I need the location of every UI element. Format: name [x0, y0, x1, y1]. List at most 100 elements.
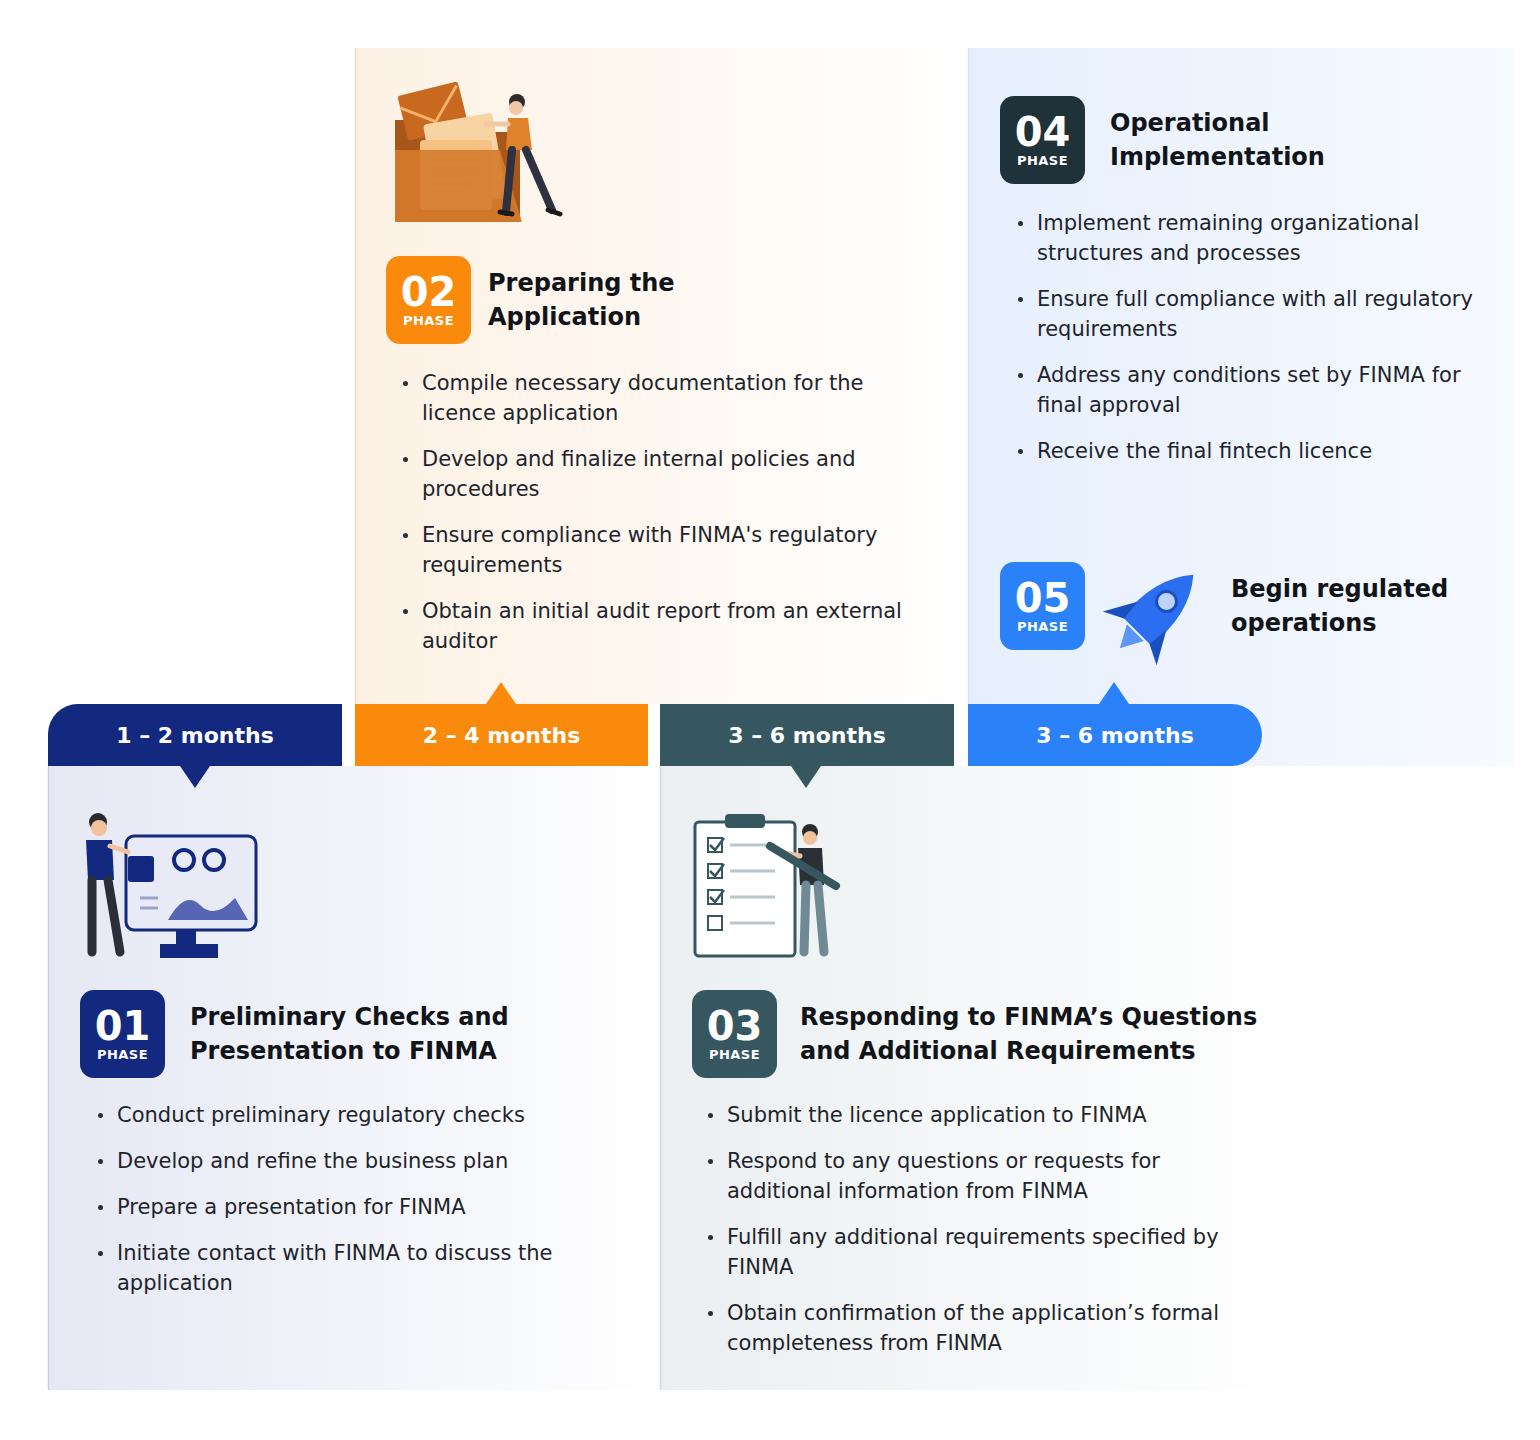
bullet-item: Ensure full compliance with all regulato… — [1015, 284, 1505, 344]
phase-title: Preliminary Checks and Presentation to F… — [190, 990, 610, 1078]
bullet-text: Obtain an initial audit report from an e… — [422, 596, 920, 656]
panel-edge — [968, 48, 970, 704]
phase-word: PHASE — [709, 1047, 760, 1063]
panel-ground — [660, 766, 1290, 1390]
panel-edge — [48, 766, 50, 1390]
phase-word: PHASE — [1017, 619, 1068, 635]
tab-pointer — [180, 766, 210, 788]
bullet-text: Compile necessary documentation for the … — [422, 368, 920, 428]
bullet-item: Compile necessary documentation for the … — [400, 368, 920, 428]
bullet-item: Fulfill any additional requirements spec… — [705, 1222, 1250, 1282]
rocket-illustration — [1093, 548, 1220, 675]
bullet-dot — [403, 457, 408, 462]
bullet-item: Ensure compliance with FINMA's regulator… — [400, 520, 920, 580]
bullet-item: Respond to any questions or requests for… — [705, 1146, 1250, 1206]
duration-label: 2 – 4 months — [423, 723, 581, 748]
bullet-dot — [708, 1235, 713, 1240]
bullet-item: Address any conditions set by FINMA for … — [1015, 360, 1505, 420]
phase-title: Preparing the Application — [488, 256, 788, 344]
duration-label: 3 – 6 months — [1036, 723, 1194, 748]
bullet-list: Submit the licence application to FINMA R… — [705, 1100, 1250, 1374]
phase-panel: Operational ImplementationImplement rema… — [968, 48, 1515, 766]
bullet-dot — [403, 609, 408, 614]
bullet-dot — [1018, 449, 1023, 454]
bullet-dot — [1018, 373, 1023, 378]
bullet-item: Conduct preliminary regulatory checks — [95, 1100, 620, 1130]
phase-badge: 01PHASE — [80, 990, 165, 1078]
bullet-text: Develop and finalize internal policies a… — [422, 444, 920, 504]
tab-pointer — [791, 766, 821, 788]
bullet-dot — [98, 1159, 103, 1164]
phase-number: 05 — [1015, 577, 1071, 619]
tab-pointer — [486, 682, 516, 704]
phase-number: 04 — [1015, 111, 1071, 153]
bullet-dot — [98, 1113, 103, 1118]
bullet-text: Conduct preliminary regulatory checks — [117, 1100, 620, 1130]
duration-tab: 3 – 6 months — [660, 704, 954, 766]
bullet-text: Address any conditions set by FINMA for … — [1037, 360, 1505, 420]
bullet-item: Obtain confirmation of the application’s… — [705, 1298, 1250, 1358]
bullet-text: Submit the licence application to FINMA — [727, 1100, 1250, 1130]
panel-ground — [355, 48, 968, 704]
bullet-list: Conduct preliminary regulatory checksDev… — [95, 1100, 620, 1314]
bullet-dot — [403, 381, 408, 386]
duration-tab: 1 – 2 months — [48, 704, 342, 766]
bullet-text: Prepare a presentation for FINMA — [117, 1192, 620, 1222]
folder-illustration — [395, 81, 560, 222]
phase-word: PHASE — [97, 1047, 148, 1063]
phase-word: PHASE — [403, 313, 454, 329]
duration-tab: 2 – 4 months — [355, 704, 648, 766]
bullet-dot — [1018, 221, 1023, 226]
bullet-item: Initiate contact with FINMA to discuss t… — [95, 1238, 620, 1298]
bullet-dot — [1018, 297, 1023, 302]
phase-title: Begin regulated operations — [1231, 562, 1501, 650]
tab-pointer — [1099, 682, 1129, 704]
bullet-dot — [708, 1113, 713, 1118]
bullet-item: Develop and refine the business plan — [95, 1146, 620, 1176]
panel-ground — [968, 48, 1515, 766]
phase-badge: 05PHASEBegin regulated operations — [1000, 562, 1085, 650]
bullet-list: Implement remaining organizational struc… — [1015, 208, 1505, 482]
phase-panel: Responding to FINMA’s Questions and Addi… — [660, 766, 1290, 1390]
bullet-dot — [403, 533, 408, 538]
panel-edge — [355, 48, 357, 704]
bullet-item: Submit the licence application to FINMA — [705, 1100, 1250, 1130]
bullet-item: Obtain an initial audit report from an e… — [400, 596, 920, 656]
panel-edge — [660, 766, 662, 1390]
bullet-text: Implement remaining organizational struc… — [1037, 208, 1505, 268]
phase-badge: 02PHASE — [386, 256, 471, 344]
bullet-item: Prepare a presentation for FINMA — [95, 1192, 620, 1222]
bullet-dot — [708, 1311, 713, 1316]
bullet-item: Implement remaining organizational struc… — [1015, 208, 1505, 268]
bullet-text: Receive the final fintech licence — [1037, 436, 1505, 466]
monitor-illustration — [86, 813, 256, 958]
bullet-dot — [98, 1205, 103, 1210]
duration-label: 1 – 2 months — [116, 723, 274, 748]
phase-word: PHASE — [1017, 153, 1068, 169]
bullet-dot — [98, 1251, 103, 1256]
phase-number: 03 — [707, 1005, 763, 1047]
phase-badge: 04PHASE — [1000, 96, 1085, 184]
bullet-text: Respond to any questions or requests for… — [727, 1146, 1250, 1206]
clipboard-illustration — [695, 814, 836, 956]
bullet-text: Ensure compliance with FINMA's regulator… — [422, 520, 920, 580]
phase-number: 02 — [401, 271, 457, 313]
phase-panel: Preparing the ApplicationCompile necessa… — [355, 48, 968, 704]
phase-number: 01 — [95, 1005, 151, 1047]
bullet-dot — [708, 1159, 713, 1164]
phase-title: Responding to FINMA’s Questions and Addi… — [800, 990, 1282, 1078]
bullet-text: Fulfill any additional requirements spec… — [727, 1222, 1250, 1282]
bullet-item: Receive the final fintech licence — [1015, 436, 1505, 466]
bullet-text: Obtain confirmation of the application’s… — [727, 1298, 1250, 1358]
bullet-item: Develop and finalize internal policies a… — [400, 444, 920, 504]
phase-badge: 03PHASE — [692, 990, 777, 1078]
phase-panel: Preliminary Checks and Presentation to F… — [48, 766, 660, 1390]
phase-title: Operational Implementation — [1110, 96, 1370, 184]
bullet-text: Ensure full compliance with all regulato… — [1037, 284, 1505, 344]
duration-label: 3 – 6 months — [728, 723, 886, 748]
panel-ground — [48, 766, 660, 1390]
bullet-text: Develop and refine the business plan — [117, 1146, 620, 1176]
bullet-list: Compile necessary documentation for the … — [400, 368, 920, 672]
bullet-text: Initiate contact with FINMA to discuss t… — [117, 1238, 620, 1298]
duration-tab: 3 – 6 months — [968, 704, 1262, 766]
